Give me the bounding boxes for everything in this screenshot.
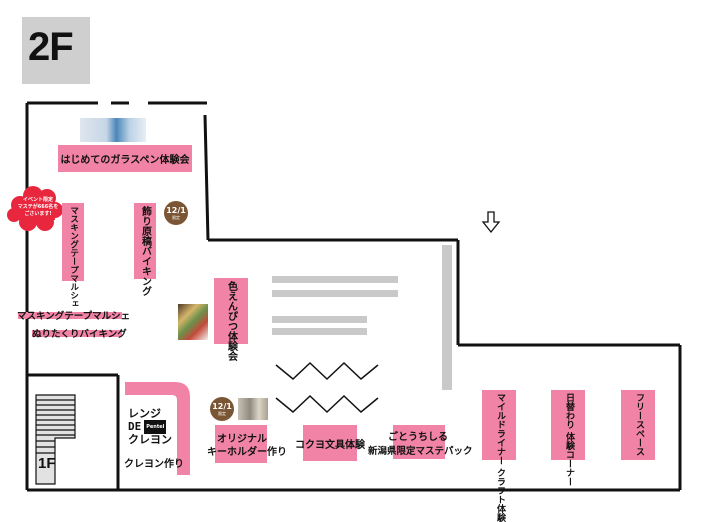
limited-badge-b-date: 12/1 — [212, 401, 232, 411]
pentel-logo: Pentel — [144, 420, 167, 434]
booth-glass-pen[interactable]: はじめてのガラスペン体験会 — [58, 145, 192, 172]
booth-masking-marche-vertical-label: マスキングテープマルシェ — [68, 206, 79, 308]
booth-iroenpitsu[interactable]: 色えんぴつ体験会 — [214, 278, 248, 361]
booth-kokuyo-label: コクヨ文具体験 — [295, 439, 365, 451]
booth-kokuyo[interactable]: コクヨ文具体験 — [295, 425, 365, 461]
booth-kazari[interactable]: 飾り原稿バイキング — [134, 203, 156, 296]
booth-masking-marche-horizontal[interactable]: マスキングテープマルシェ — [17, 311, 131, 322]
crayon-logo-line-2: DE — [128, 420, 142, 433]
booth-gotouchi[interactable]: ごとうちしる 新潟県限定マステパック — [368, 431, 473, 459]
exit-floor-label: 1F — [38, 455, 56, 472]
limited-badge-a-tag: 限定 — [172, 214, 180, 220]
limited-badge-a-date: 12/1 — [166, 205, 186, 215]
booth-nuritaku[interactable]: ぬりたくりバイキング — [32, 329, 127, 340]
booth-glass-pen-label: はじめてのガラスペン体験会 — [60, 155, 190, 166]
booth-free-space[interactable]: フリースペース — [621, 390, 655, 460]
limited-badge-a: 12/1 限定 — [164, 201, 188, 225]
cloud-line-3: ごさいます! — [24, 211, 52, 217]
floor-label: 2F — [28, 25, 74, 69]
booth-gotouchi-line-1: ごとうちしる — [388, 432, 448, 443]
cloud-line-2: マステが666名を — [17, 204, 59, 210]
down-arrow-icon — [481, 211, 501, 234]
booth-keyholder[interactable]: オリジナル キーホルダー作り — [207, 433, 287, 459]
booth-free-space-label: フリースペース — [633, 393, 644, 456]
display-shelf-3 — [272, 316, 367, 323]
booth-mildliner-label: マイルドライナー クラフト体験 — [494, 393, 505, 522]
booth-masking-marche-horizontal-bar — [18, 312, 122, 319]
color-pencil-photo — [178, 304, 208, 340]
booth-masking-marche-vertical[interactable]: マスキングテープマルシェ — [62, 203, 84, 308]
crayon-booth-shape — [125, 382, 190, 475]
booth-keyholder-bg — [215, 425, 267, 463]
cloud-callout — [7, 186, 63, 231]
display-shelf-4 — [272, 328, 367, 335]
crayon-logo: レンジ DE Pentel クレヨン — [128, 408, 172, 446]
limited-badge-b: 12/1 限定 — [210, 397, 234, 421]
booth-iroenpitsu-label: 色えんぴつ体験会 — [225, 281, 237, 361]
keyholder-photo — [238, 398, 268, 420]
display-shelf-2 — [272, 290, 398, 297]
floor-plan-walls — [7, 101, 682, 492]
stairs — [35, 394, 76, 485]
booth-keyholder-line-2: キーホルダー作り — [207, 447, 287, 458]
booth-crayon[interactable]: クレヨン作り — [124, 459, 184, 470]
booth-kazari-label: 飾り原稿バイキング — [139, 206, 151, 296]
booth-mildliner[interactable]: マイルドライナー クラフト体験 — [482, 390, 516, 522]
booth-keyholder-line-1: オリジナル — [217, 434, 267, 445]
cloud-callout-text: イベント限定 マステが666名を ごさいます! — [12, 197, 64, 218]
booth-gotouchi-bg — [393, 425, 445, 459]
crayon-logo-line-1: レンジ — [128, 407, 161, 420]
limited-badge-b-tag: 限定 — [218, 410, 226, 416]
crayon-logo-line-3: クレヨン — [128, 433, 172, 446]
floor-badge: 2F — [22, 17, 90, 84]
display-shelf-wall — [442, 245, 452, 390]
cloud-line-1: イベント限定 — [22, 197, 53, 203]
booth-nuritaku-bar — [32, 330, 122, 337]
booth-gotouchi-line-2: 新潟県限定マステパック — [368, 446, 473, 457]
zigzag-shelves — [275, 361, 379, 414]
display-shelf-1 — [272, 276, 398, 283]
booth-higawari-label: 日替わり 体験コーナー — [563, 393, 574, 487]
glass-pen-photo — [80, 118, 146, 142]
booth-higawari[interactable]: 日替わり 体験コーナー — [551, 390, 585, 486]
